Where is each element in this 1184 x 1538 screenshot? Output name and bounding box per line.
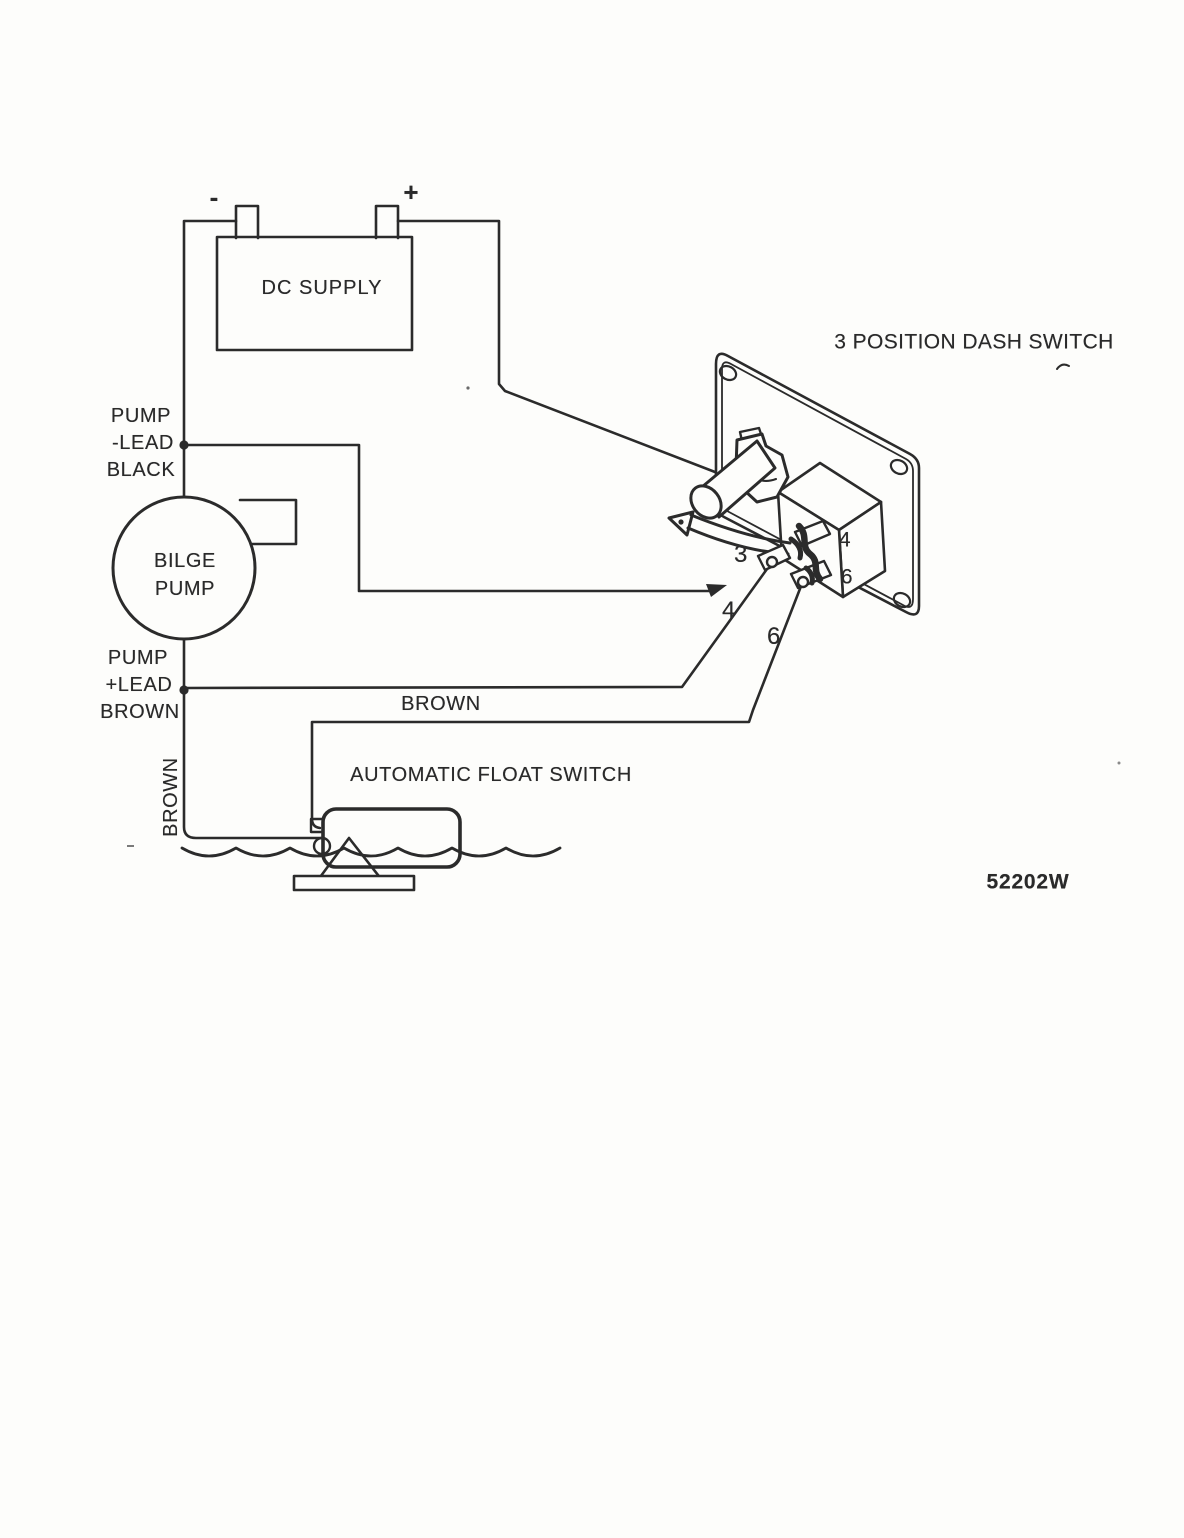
wire-brown-terminal4 (182, 567, 769, 690)
pump-pos-lead-label-line2: +LEAD (105, 674, 173, 696)
bilge-pump-label-line1: BILGE (154, 550, 216, 572)
battery-plus-sign: + (403, 177, 419, 207)
scan-specks (127, 386, 1121, 847)
junction-dot-negative (179, 440, 189, 450)
float-wire-loop (312, 836, 332, 856)
battery-minus-sign: - (209, 182, 219, 212)
battery-plus-post (374, 204, 400, 240)
box-terminal-4-label: 4 (838, 528, 852, 552)
wire-brown-terminal6 (310, 579, 805, 830)
water-line (180, 846, 562, 858)
pen-smudge (1056, 363, 1070, 370)
panel-hole-top-left (718, 364, 738, 382)
bilge-pump-label-line2: PUMP (154, 578, 216, 600)
document-number: 52202W (986, 870, 1070, 894)
terminal-6-label: 6 (767, 623, 781, 650)
lever-end-cap (689, 484, 723, 520)
float-base-plate (292, 874, 416, 892)
pump-neg-lead-label-line2: -LEAD (112, 432, 174, 454)
dc-supply-label: DC SUPPLY (261, 277, 383, 299)
automatic-float-switch (180, 807, 562, 892)
wire-negative-to-terminal3 (182, 443, 714, 593)
wire-arrowhead (706, 584, 727, 597)
brown-wires (179, 567, 805, 840)
pump-pos-lead-label-line1: PUMP (107, 647, 169, 669)
wire-positive-to-switch (396, 219, 717, 474)
junction-dot-positive (179, 685, 189, 695)
brown-wire-label-vertical: BROWN (160, 757, 182, 837)
black-wires (179, 219, 727, 597)
battery-minus-post (234, 204, 260, 240)
brown-wire-label-horizontal: BROWN (401, 693, 481, 715)
pump-pos-lead-label-line3: BROWN (100, 701, 180, 723)
pump-neg-lead-label-line1: PUMP (110, 405, 172, 427)
box-terminal-6-label: 6 (840, 565, 854, 589)
panel-hole-top-right (889, 458, 909, 476)
wire-negative-to-pump (182, 219, 238, 499)
terminal-tabs (756, 519, 833, 590)
dc-supply-box (215, 235, 414, 352)
pump-neg-lead-label-line3: BLACK (106, 459, 176, 481)
lever-wire-upper (689, 513, 792, 545)
terminal-3-label: 3 (734, 541, 748, 568)
terminal-jumper-wire (795, 522, 824, 583)
wire-brown-to-float (182, 688, 323, 840)
automatic-float-switch-label: AUTOMATIC FLOAT SWITCH (350, 764, 632, 786)
dash-switch-assembly (667, 352, 1070, 616)
toggle-lever (689, 426, 790, 520)
terminal-4-label: 4 (722, 597, 736, 624)
float-switch-body (321, 807, 462, 869)
dash-switch-title: 3 POSITION DASH SWITCH (834, 330, 1114, 354)
panel-hole-bottom-right (892, 591, 912, 609)
pump-outlet (238, 498, 298, 546)
